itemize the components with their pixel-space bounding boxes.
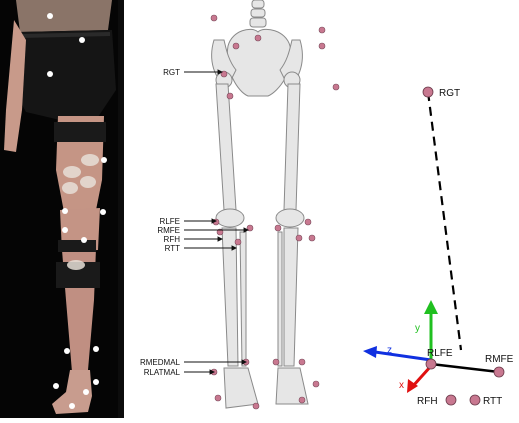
label-rlatmal: RLATMAL	[144, 368, 181, 377]
model-label-rtt: RTT	[483, 396, 502, 407]
label-rgt: RGT	[163, 68, 180, 77]
axis-label-x: x	[399, 380, 404, 391]
label-rfh: RFH	[164, 235, 181, 244]
label-rmfe: RMFE	[157, 226, 180, 235]
marker-model: y z x RGT RLFE RMFE RFH RTT	[355, 0, 519, 423]
shorts-band	[20, 34, 110, 36]
model-label-rgt: RGT	[439, 88, 460, 99]
torso	[16, 0, 112, 32]
label-rlfe: RLFE	[160, 217, 180, 226]
model-label-rlfe: RLFE	[427, 348, 453, 359]
z-axis-arrow	[363, 346, 431, 360]
shorts	[14, 30, 116, 120]
marker-photo	[0, 0, 124, 418]
axis-label-y: y	[415, 323, 420, 334]
skeleton-bones	[212, 0, 308, 408]
wall-edge	[118, 0, 124, 418]
axis-label-z: z	[387, 345, 392, 356]
thigh-strap	[54, 122, 106, 142]
label-rtt: RTT	[165, 244, 181, 253]
x-axis-arrow	[407, 366, 431, 393]
model-label-rfh: RFH	[417, 396, 438, 407]
model-label-rmfe: RMFE	[485, 354, 514, 365]
knee-axis-line	[431, 364, 499, 372]
skeleton-diagram: RGT RLFE RMFE RFH RTT RMEDMAL RLATMAL	[128, 0, 358, 423]
knee-strap	[58, 240, 96, 252]
label-rmedmal: RMEDMAL	[140, 358, 181, 367]
